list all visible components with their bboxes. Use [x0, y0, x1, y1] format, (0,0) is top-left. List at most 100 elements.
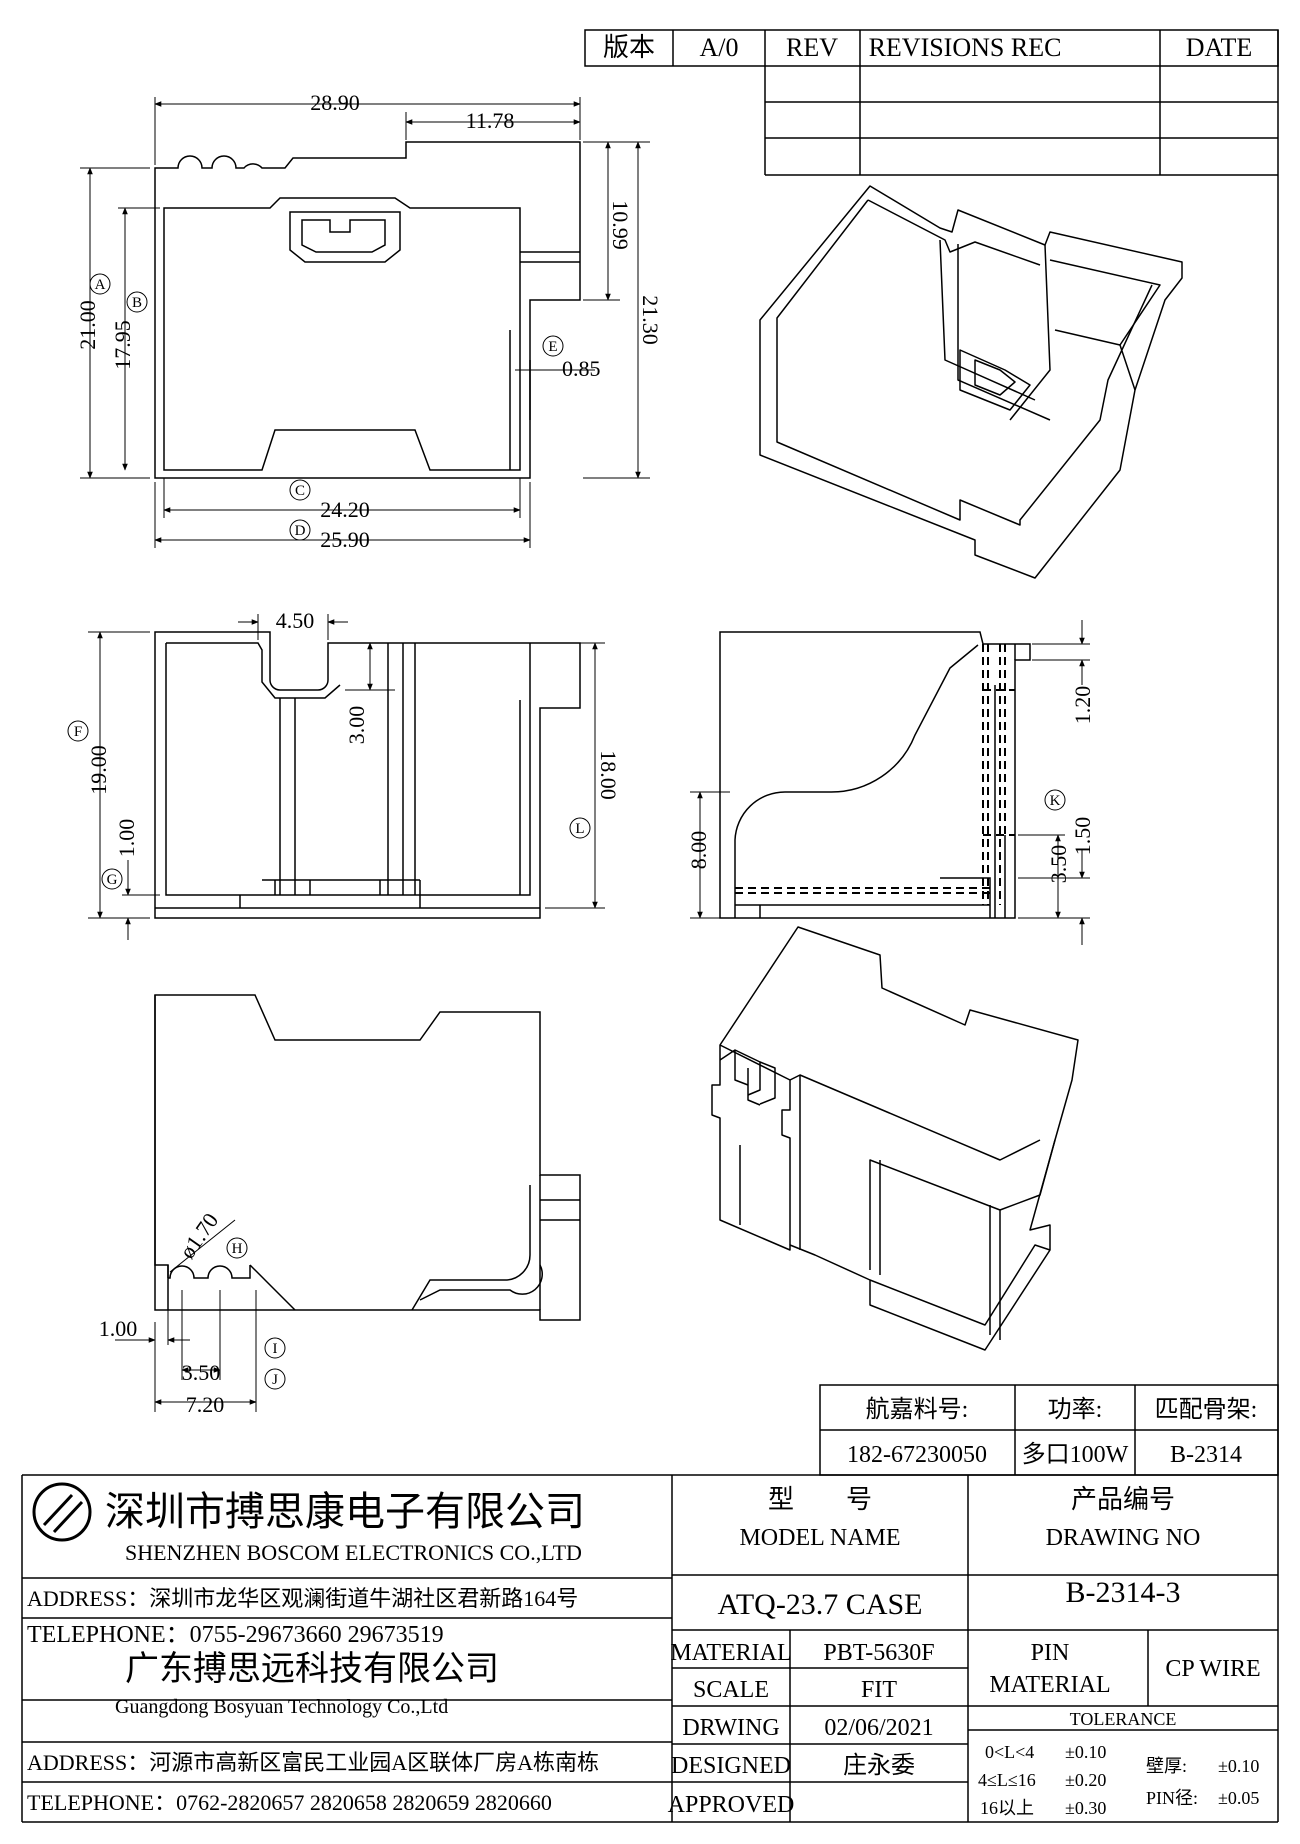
pin-material-label-2: MATERIAL: [989, 1672, 1110, 1698]
company-name-2-cn: 广东搏思远科技有限公司: [125, 1650, 499, 1688]
balloon-a: A: [95, 277, 106, 293]
scale-label: SCALE: [693, 1677, 769, 1703]
rev-cell-version-value: A/0: [700, 33, 739, 62]
rev-cell-records: REVISIONS REC: [869, 33, 1062, 62]
company-name-cn: 深圳市搏思康电子有限公司: [105, 1489, 585, 1534]
rev-cell-date: DATE: [1186, 33, 1252, 62]
info-header-bobbin: 匹配骨架:: [1155, 1396, 1258, 1423]
model-name: ATQ-23.7 CASE: [717, 1588, 922, 1621]
bottom-view: [154, 994, 581, 1321]
top-view: [154, 141, 581, 479]
dim-offset: 1.00: [99, 1316, 138, 1341]
drwing-label: DRWING: [682, 1715, 779, 1741]
balloon-i: I: [273, 1341, 278, 1357]
dim-slot-depth: 3.00: [344, 706, 369, 745]
balloon-h: H: [232, 1241, 243, 1257]
info-bobbin: B-2314: [1170, 1442, 1242, 1468]
wall-thickness-tol: ±0.10: [1218, 1756, 1259, 1776]
page-border: [21, 30, 1279, 1823]
info-power: 多口100W: [1022, 1441, 1129, 1468]
dim-height-total: 21.30: [638, 295, 663, 345]
dim-pitch-i: 3.50: [182, 1360, 221, 1385]
pin-diameter-label: PIN径:: [1146, 1788, 1198, 1808]
isometric-view-bottom: [711, 926, 1079, 1351]
balloon-k: K: [1050, 793, 1061, 809]
dim-top-height: 1.20: [1070, 686, 1095, 725]
dim-height-b: 17.95: [110, 320, 135, 370]
side-view-dim-text: 1.20 1.50 3.50 8.00: [686, 686, 1095, 884]
rev-cell-version: 版本: [603, 33, 655, 62]
balloon-g: G: [107, 872, 118, 888]
drawing-label-cn: 产品编号: [1071, 1485, 1175, 1514]
approved-label: APPROVED: [668, 1792, 795, 1818]
pin-material-label-1: PIN: [1031, 1640, 1070, 1666]
dim-low-height: 8.00: [686, 831, 711, 870]
balloon-j: J: [272, 1372, 278, 1388]
revision-table: 版本 A/0 REV REVISIONS REC DATE: [584, 29, 1279, 176]
company-telephone-2: TELEPHONE：0762-2820657 2820658 2820659 2…: [27, 1790, 552, 1815]
tol-range-3: 16以上: [980, 1798, 1034, 1818]
model-label-en: MODEL NAME: [739, 1525, 900, 1551]
company-address-2: ADDRESS：河源市高新区富民工业园A区联体厂房A栋南栋: [27, 1750, 599, 1775]
tol-range-1: 0<L<4: [985, 1742, 1034, 1762]
side-view: [719, 631, 1031, 919]
title-block-grid: [22, 1474, 1278, 1822]
tol-value-1: ±0.10: [1065, 1742, 1106, 1762]
isometric-view-top: [759, 185, 1183, 579]
company-telephone-1: TELEPHONE：0755-29673660 29673519: [27, 1622, 444, 1648]
designed-label: DESIGNED: [671, 1753, 791, 1779]
front-view-dims: [88, 614, 605, 940]
info-block: [819, 1384, 1279, 1476]
side-view-hidden: [735, 644, 1015, 905]
company-logo: [32, 1482, 92, 1542]
scale-value: FIT: [861, 1677, 897, 1703]
bottom-view-dims: [115, 1219, 257, 1412]
company-text: 深圳市搏思康电子有限公司 SHENZHEN BOSCOM ELECTRONICS…: [27, 1489, 599, 1815]
tol-range-2: 4≤L≤16: [978, 1770, 1036, 1790]
info-header-part: 航嘉料号:: [866, 1396, 969, 1423]
company-name-2-en: Guangdong Bosyuan Technology Co.,Ltd: [115, 1696, 448, 1718]
title-block-text: 型 号 MODEL NAME 产品编号 DRAWING NO ATQ-23.7 …: [668, 1485, 1261, 1818]
bottom-view-dim-text: ø1.70 1.00 3.50 7.20: [99, 1208, 225, 1417]
top-view-balloons: [89, 273, 564, 541]
side-view-dims: [690, 620, 1090, 945]
balloon-f: F: [74, 724, 82, 740]
side-view-balloon: [1044, 789, 1066, 811]
material-label: MATERIAL: [670, 1640, 791, 1666]
info-header-power: 功率:: [1048, 1396, 1103, 1423]
front-view-dim-text: 4.50 3.00 19.00 1.00 18.00: [86, 608, 621, 857]
drawing-label-en: DRAWING NO: [1046, 1525, 1201, 1551]
top-view-dims: [80, 97, 650, 548]
model-label-cn: 型 号: [768, 1485, 872, 1514]
dim-k-height: 1.50: [1070, 817, 1095, 856]
bottom-view-balloons: [226, 1237, 286, 1390]
drwing-date: 02/06/2021: [824, 1715, 933, 1741]
pin-diameter-tol: ±0.05: [1218, 1788, 1259, 1808]
dim-height-g: 1.00: [114, 819, 139, 858]
rev-cell-rev: REV: [786, 33, 838, 62]
balloon-d: D: [295, 523, 306, 539]
tolerance-label: TOLERANCE: [1070, 1709, 1177, 1729]
dim-pitch-j: 7.20: [186, 1392, 225, 1417]
info-part-number: 182-67230050: [847, 1442, 987, 1468]
tol-value-3: ±0.30: [1065, 1798, 1106, 1818]
dim-k-width: 3.50: [1046, 845, 1071, 884]
designer-name: 庄永委: [843, 1752, 915, 1779]
pin-material-value: CP WIRE: [1165, 1656, 1260, 1682]
balloon-e: E: [548, 339, 557, 355]
dim-height-a: 21.00: [75, 300, 100, 350]
dim-height-f: 19.00: [86, 745, 111, 795]
front-view: [154, 631, 581, 919]
dim-c-value: 24.20: [320, 497, 370, 522]
company-name-en: SHENZHEN BOSCOM ELECTRONICS CO.,LTD: [125, 1540, 582, 1565]
balloon-b: B: [132, 295, 142, 311]
dim-height-step: 10.99: [608, 200, 633, 250]
tolerance-rows: 0<L<4 ±0.10 4≤L≤16 ±0.20 16以上 ±0.30 壁厚: …: [978, 1742, 1259, 1818]
tol-value-2: ±0.20: [1065, 1770, 1106, 1790]
dim-slot-width: 4.50: [276, 608, 315, 633]
balloon-l: L: [575, 821, 584, 837]
dim-height-l: 18.00: [596, 750, 621, 800]
dim-width-step: 11.78: [466, 108, 515, 133]
top-view-dim-text: 28.90 11.78 21.00 17.95 10.99 21.30 0.85…: [75, 90, 663, 552]
